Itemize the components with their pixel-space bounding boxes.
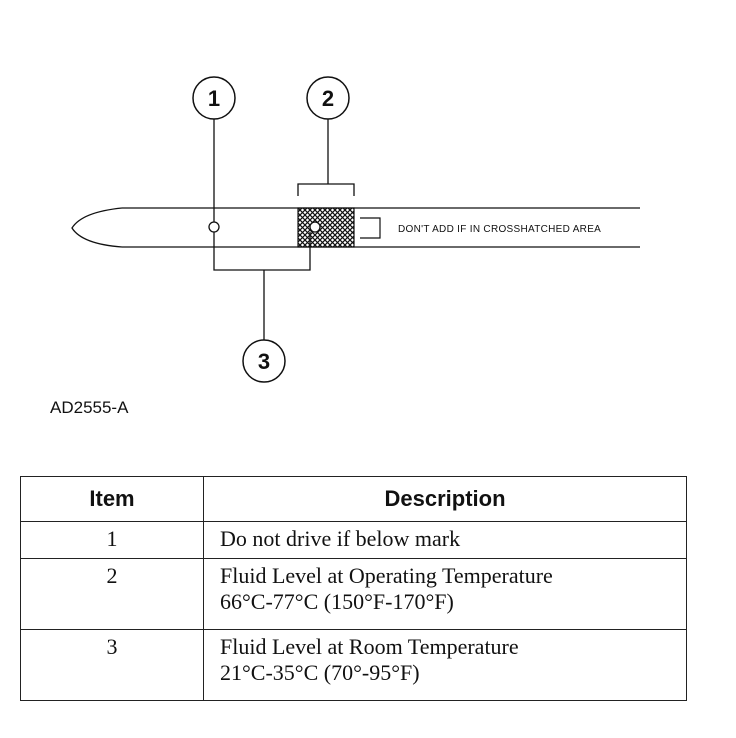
legend-table: Item Description 1 Do not drive if below… (20, 476, 687, 701)
header-description: Description (203, 476, 687, 522)
callout-3: 3 (242, 339, 286, 383)
table-row: 2 Fluid Level at Operating Temperature 6… (20, 558, 687, 630)
item-number: 2 (20, 558, 204, 630)
description-line: Fluid Level at Room Temperature (220, 634, 519, 659)
item-description: Do not drive if below mark (203, 521, 687, 559)
header-item: Item (20, 476, 204, 522)
callout-2: 2 (306, 76, 350, 120)
svg-text:1: 1 (208, 86, 220, 111)
description-line: 21°C-35°C (70°-95°F) (220, 660, 420, 685)
dipstick-blade (71, 207, 640, 248)
svg-text:2: 2 (322, 86, 334, 111)
description-line: Fluid Level at Operating Temperature (220, 563, 553, 588)
callout-1: 1 (192, 76, 236, 120)
description-line: 66°C-77°C (150°F-170°F) (220, 589, 454, 614)
item-description: Fluid Level at Operating Temperature 66°… (203, 558, 687, 630)
callout-2-bracket (297, 116, 355, 196)
low-mark-hole (208, 221, 220, 233)
note-bracket (360, 217, 381, 239)
table-row: 1 Do not drive if below mark (20, 521, 687, 559)
callout-3-bracket (213, 232, 311, 340)
item-number: 1 (20, 521, 204, 559)
dipstick-diagram: DON'T ADD IF IN CROSSHATCHED AREA 1 2 3 (71, 76, 640, 383)
hot-mark-hole (309, 221, 321, 233)
figure-id: AD2555-A (50, 398, 129, 417)
svg-text:3: 3 (258, 349, 270, 374)
table-row: 3 Fluid Level at Room Temperature 21°C-3… (20, 629, 687, 701)
item-description: Fluid Level at Room Temperature 21°C-35°… (203, 629, 687, 701)
description-line: Do not drive if below mark (220, 526, 461, 551)
item-number: 3 (20, 629, 204, 701)
crosshatch-note: DON'T ADD IF IN CROSSHATCHED AREA (398, 224, 601, 235)
table-header-row: Item Description (20, 476, 687, 522)
crosshatched-area (297, 207, 355, 248)
